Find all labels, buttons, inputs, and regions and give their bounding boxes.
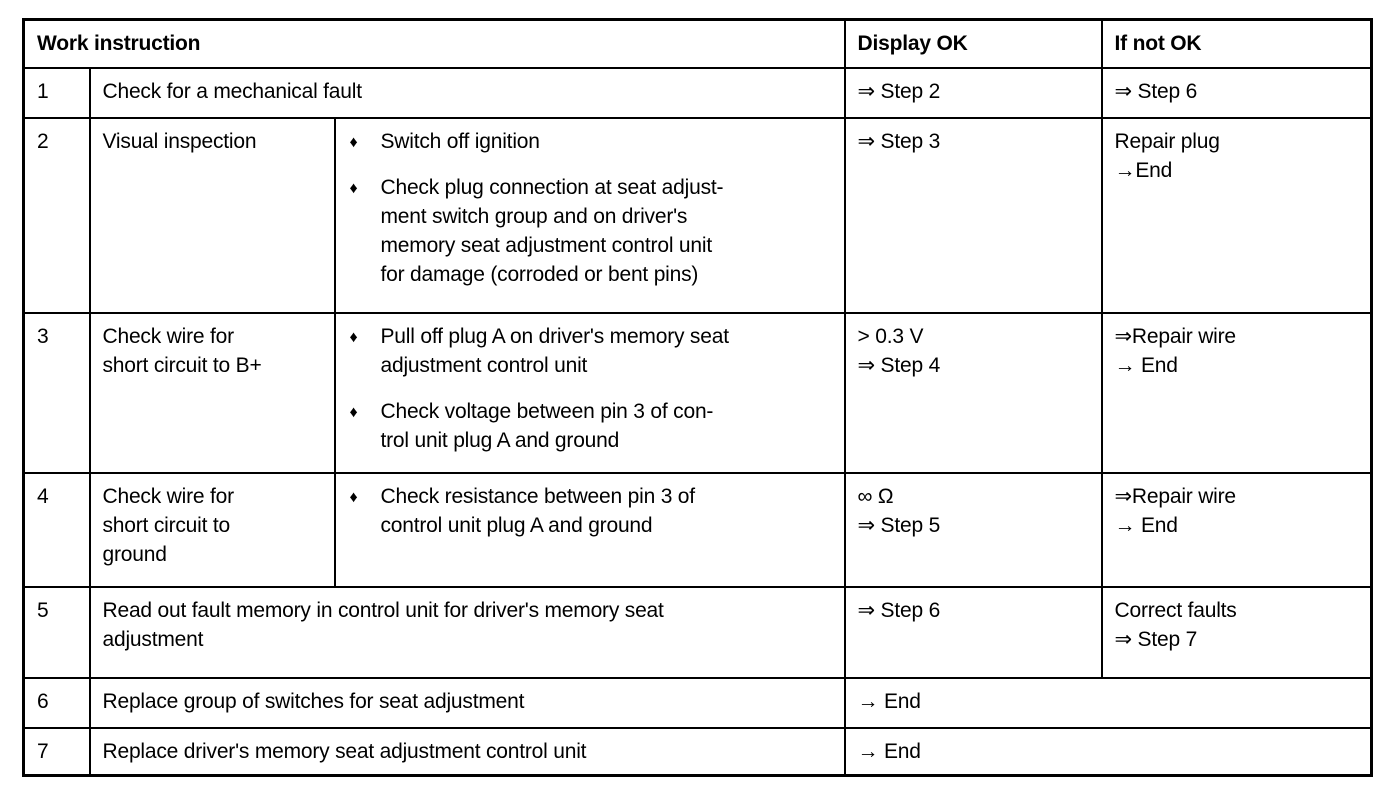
step-number-cell: 6: [22, 676, 91, 729]
step-number-cell: 3: [22, 311, 91, 474]
table-row-step-2: 2 Visual inspection ♦ Switch off ignitio…: [22, 116, 1373, 314]
detail-text: Switch off ignition: [380, 129, 540, 153]
if-not-ok-cell: ⇒Repair wire → End: [1100, 311, 1373, 474]
display-ok-cell: ⇒ Step 2: [843, 66, 1103, 119]
step-number-cell: 2: [22, 116, 91, 314]
if-not-ok-cell: Repair plug →End: [1100, 116, 1373, 314]
instruction-cell: Check wire for short circuit to ground: [88, 471, 336, 588]
if-not-ok-cell: ⇒ Step 6: [1100, 66, 1373, 119]
table-row-step-5: 5 Read out fault memory in control unit …: [22, 585, 1373, 679]
detail-text: Check resistance between pin 3 of contro…: [380, 484, 696, 537]
display-ok-cell: ⇒ Step 6: [843, 585, 1103, 679]
table-row-step-4: 4 Check wire for short circuit to ground…: [22, 471, 1373, 588]
header-if-not-ok: If not OK: [1100, 18, 1373, 69]
instruction-cell: Replace group of switches for seat adjus…: [88, 676, 846, 729]
detail-text: Check plug connection at seat adjust- me…: [380, 175, 724, 286]
instruction-cell: Read out fault memory in control unit fo…: [88, 585, 846, 679]
table-row-step-6: 6 Replace group of switches for seat adj…: [22, 676, 1373, 729]
diamond-bullet-icon: ♦: [349, 133, 358, 151]
instruction-cell: Visual inspection: [88, 116, 336, 314]
if-not-ok-cell: Correct faults ⇒ Step 7: [1100, 585, 1373, 679]
diamond-bullet-icon: ♦: [349, 328, 358, 346]
detail-item: ♦ Check voltage between pin 3 of con- tr…: [348, 397, 832, 455]
details-cell: ♦ Pull off plug A on driver's memory sea…: [333, 311, 846, 474]
detail-item: ♦ Pull off plug A on driver's memory sea…: [348, 322, 832, 380]
header-display-ok: Display OK: [843, 18, 1103, 69]
instruction-cell: Check for a mechanical fault: [88, 66, 846, 119]
if-not-ok-cell: ⇒Repair wire → End: [1100, 471, 1373, 588]
step-number-cell: 7: [22, 726, 91, 776]
display-ok-cell: ⇒ Step 3: [843, 116, 1103, 314]
step-number-cell: 1: [22, 66, 91, 119]
instruction-cell: Replace driver's memory seat adjustment …: [88, 726, 846, 776]
detail-text: Check voltage between pin 3 of con- trol…: [380, 399, 714, 452]
detail-item: ♦ Check plug connection at seat adjust- …: [348, 173, 832, 289]
header-work-instruction: Work instruction: [22, 18, 846, 69]
diamond-bullet-icon: ♦: [349, 488, 358, 506]
detail-item: ♦ Switch off ignition: [348, 127, 832, 156]
table-row-step-1: 1 Check for a mechanical fault ⇒ Step 2 …: [22, 66, 1373, 119]
detail-item: ♦ Check resistance between pin 3 of cont…: [348, 482, 832, 540]
detail-text: Pull off plug A on driver's memory seat …: [380, 324, 730, 377]
header-row: Work instruction Display OK If not OK: [22, 18, 1373, 69]
diagnostic-table: Work instruction Display OK If not OK 1 …: [22, 18, 1374, 777]
table-row-step-7: 7 Replace driver's memory seat adjustmen…: [22, 726, 1373, 776]
diamond-bullet-icon: ♦: [349, 179, 358, 197]
details-cell: ♦ Switch off ignition ♦ Check plug conne…: [333, 116, 846, 314]
result-cell: → End: [843, 726, 1373, 776]
step-number-cell: 4: [22, 471, 91, 588]
result-cell: → End: [843, 676, 1373, 729]
display-ok-cell: > 0.3 V ⇒ Step 4: [843, 311, 1103, 474]
table-row-step-3: 3 Check wire for short circuit to B+ ♦ P…: [22, 311, 1373, 474]
step-number-cell: 5: [22, 585, 91, 679]
diamond-bullet-icon: ♦: [349, 403, 358, 421]
display-ok-cell: ∞ Ω ⇒ Step 5: [843, 471, 1103, 588]
details-cell: ♦ Check resistance between pin 3 of cont…: [333, 471, 846, 588]
instruction-cell: Check wire for short circuit to B+: [88, 311, 336, 474]
